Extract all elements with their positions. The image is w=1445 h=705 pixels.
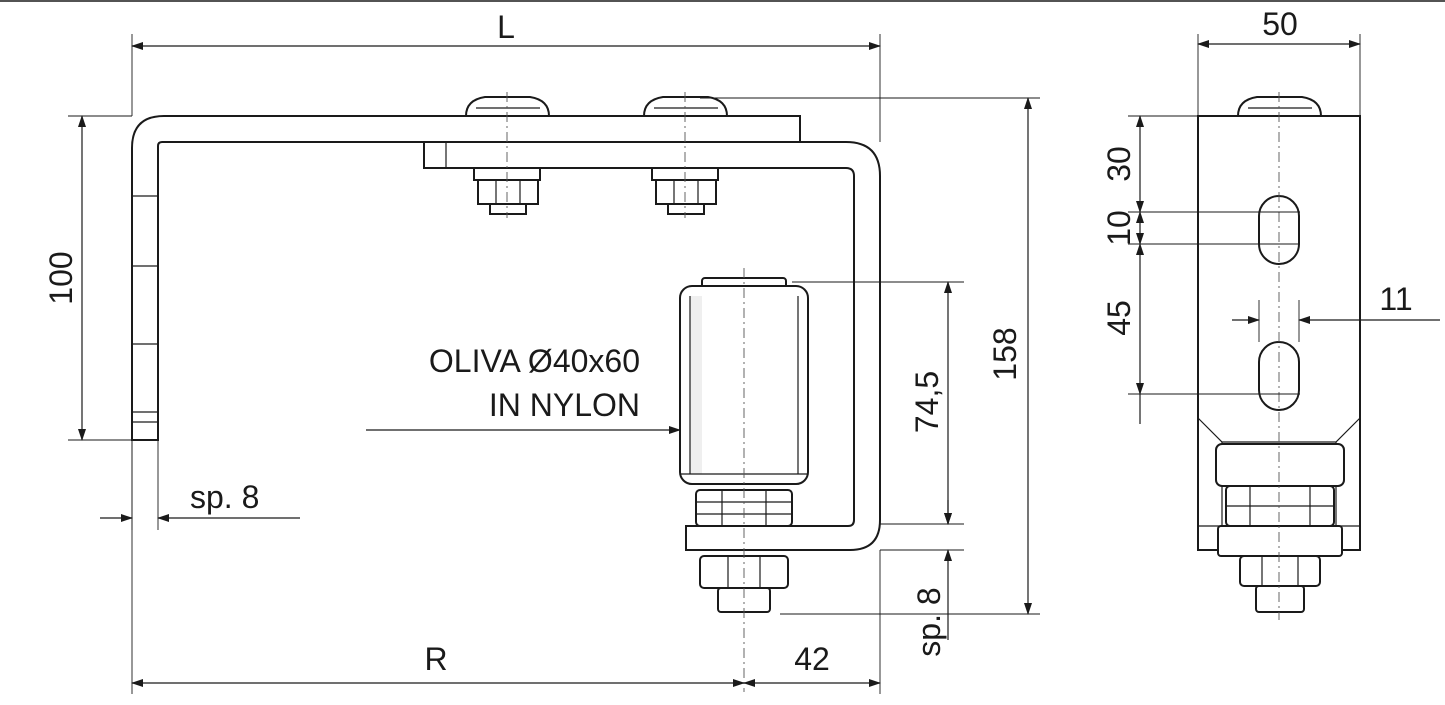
dim-label-50: 50	[1262, 6, 1298, 42]
dim-label-45: 45	[1101, 300, 1137, 336]
callout-line-1: OLIVA Ø40x60	[429, 343, 640, 379]
nylon-roller	[679, 277, 809, 485]
dim-label-sp8-bottom: sp. 8	[911, 587, 947, 656]
callout-line-2: IN NYLON	[489, 387, 640, 423]
dim-label-sp8-left: sp. 8	[190, 479, 259, 515]
dim-label-10: 10	[1101, 210, 1137, 246]
dim-label-158: 158	[987, 327, 1023, 380]
dim-label-11: 11	[1379, 281, 1412, 317]
c-bracket	[423, 141, 881, 551]
dim-label-l: L	[497, 9, 515, 45]
dim-label-74-5: 74,5	[909, 371, 945, 433]
dim-label-30: 30	[1101, 146, 1137, 182]
dimensions-front: L 100 sp. 8 OLIVA Ø40x60 IN NYLON 74,5 s…	[43, 9, 1040, 694]
dim-label-100: 100	[43, 251, 79, 304]
front-view	[131, 92, 881, 692]
bolt-heads-top	[464, 96, 729, 117]
dimensions-side: 50 30 10 45 11	[1101, 6, 1440, 424]
dim-label-42: 42	[794, 641, 830, 677]
side-view	[1197, 92, 1361, 620]
leg-ticks	[132, 195, 158, 423]
dim-label-r: R	[424, 641, 447, 677]
nuts-top	[473, 167, 719, 215]
